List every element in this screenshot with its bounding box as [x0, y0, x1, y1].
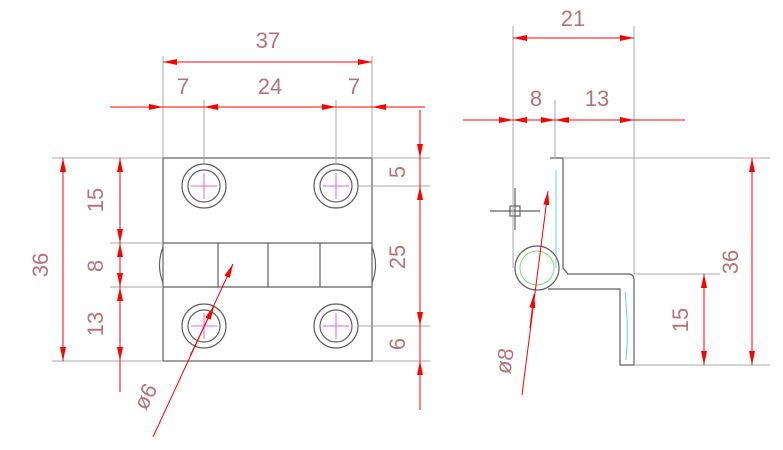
- dim-left-lower: 13: [83, 312, 108, 336]
- front-view: 37 7 24 7 36 15 8 13 5 25 6 ø6: [28, 28, 430, 438]
- hole-top-right: [313, 163, 359, 209]
- dim-left-upper: 15: [83, 188, 108, 212]
- hole-bottom-right: [313, 303, 359, 349]
- hinge-front-outline: [162, 157, 373, 362]
- dim-hole-spacing: 24: [258, 74, 282, 99]
- dim-leaf-part: 13: [585, 86, 609, 111]
- dim-side-height-overall: 36: [718, 250, 743, 274]
- dim-knuckle-part: 8: [530, 86, 542, 111]
- dim-width-overall: 37: [256, 28, 280, 53]
- dim-left-knuckle: 8: [83, 260, 108, 272]
- knuckle-right-end: [371, 246, 377, 284]
- dim-offset-right: 7: [348, 74, 360, 99]
- side-view: 21 8 13 36 15 ø8: [463, 6, 770, 396]
- dim-leaf-height: 15: [668, 308, 693, 332]
- hole-top-left: [181, 163, 227, 209]
- dim-right-middle: 25: [385, 245, 410, 269]
- knuckle-left-end: [158, 246, 164, 284]
- dim-offset-left: 7: [177, 74, 189, 99]
- dim-right-top: 5: [385, 166, 410, 178]
- dim-height-overall: 36: [28, 253, 53, 277]
- leader-pin-diameter: [521, 190, 550, 396]
- dim-pin-diameter: ø8: [490, 346, 518, 375]
- dim-right-bottom: 6: [385, 338, 410, 350]
- dim-hole-diameter: ø6: [128, 379, 162, 413]
- dim-side-width-overall: 21: [561, 6, 585, 31]
- hinge-side-profile: [548, 157, 635, 366]
- pin-circle: [514, 245, 560, 291]
